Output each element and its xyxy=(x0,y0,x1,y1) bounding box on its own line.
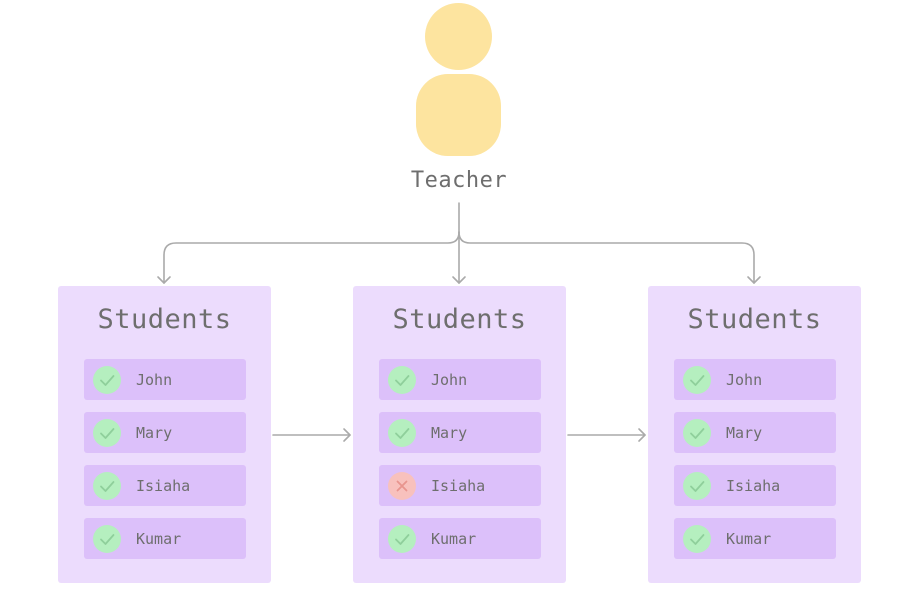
student-row: Isiaha xyxy=(379,465,541,506)
arrowhead-panel-2 xyxy=(452,276,466,284)
student-name: Kumar xyxy=(431,530,477,548)
student-name: John xyxy=(431,371,468,389)
branch-to-panel-3 xyxy=(458,231,755,284)
student-name: Mary xyxy=(431,424,468,442)
cross-icon xyxy=(388,472,416,500)
check-icon xyxy=(388,419,416,447)
check-icon xyxy=(683,419,711,447)
arrowhead-panel-3 xyxy=(747,276,761,284)
student-name: Kumar xyxy=(726,530,772,548)
teacher-node: Teacher xyxy=(399,0,519,200)
flow-arrowhead-2 xyxy=(638,428,646,442)
person-icon-head xyxy=(425,3,492,70)
student-row: Kumar xyxy=(674,518,836,559)
check-icon xyxy=(388,366,416,394)
check-icon xyxy=(683,525,711,553)
student-name: Mary xyxy=(726,424,763,442)
arrowhead-panel-1 xyxy=(157,276,171,284)
student-row: Mary xyxy=(84,412,246,453)
student-name: Isiaha xyxy=(726,477,781,495)
flow-arrowhead-1 xyxy=(343,428,351,442)
panel-title: Students xyxy=(392,304,527,335)
branch-to-panel-1 xyxy=(163,231,460,284)
student-name: Isiaha xyxy=(136,477,191,495)
check-icon xyxy=(93,525,121,553)
student-name: Isiaha xyxy=(431,477,486,495)
student-name: John xyxy=(136,371,173,389)
student-row: Kumar xyxy=(84,518,246,559)
student-name: Kumar xyxy=(136,530,182,548)
panel-title: Students xyxy=(687,304,822,335)
student-row: Mary xyxy=(674,412,836,453)
student-row: John xyxy=(674,359,836,400)
panel-title: Students xyxy=(97,304,232,335)
check-icon xyxy=(93,472,121,500)
check-icon xyxy=(683,472,711,500)
check-icon xyxy=(93,419,121,447)
student-row: Mary xyxy=(379,412,541,453)
check-icon xyxy=(388,525,416,553)
person-icon-body xyxy=(416,74,501,156)
student-name: Mary xyxy=(136,424,173,442)
teacher-label: Teacher xyxy=(410,168,508,193)
student-row: Isiaha xyxy=(84,465,246,506)
check-icon xyxy=(683,366,711,394)
student-name: John xyxy=(726,371,763,389)
student-row: John xyxy=(379,359,541,400)
student-row: Isiaha xyxy=(674,465,836,506)
student-row: John xyxy=(84,359,246,400)
check-icon xyxy=(93,366,121,394)
student-row: Kumar xyxy=(379,518,541,559)
